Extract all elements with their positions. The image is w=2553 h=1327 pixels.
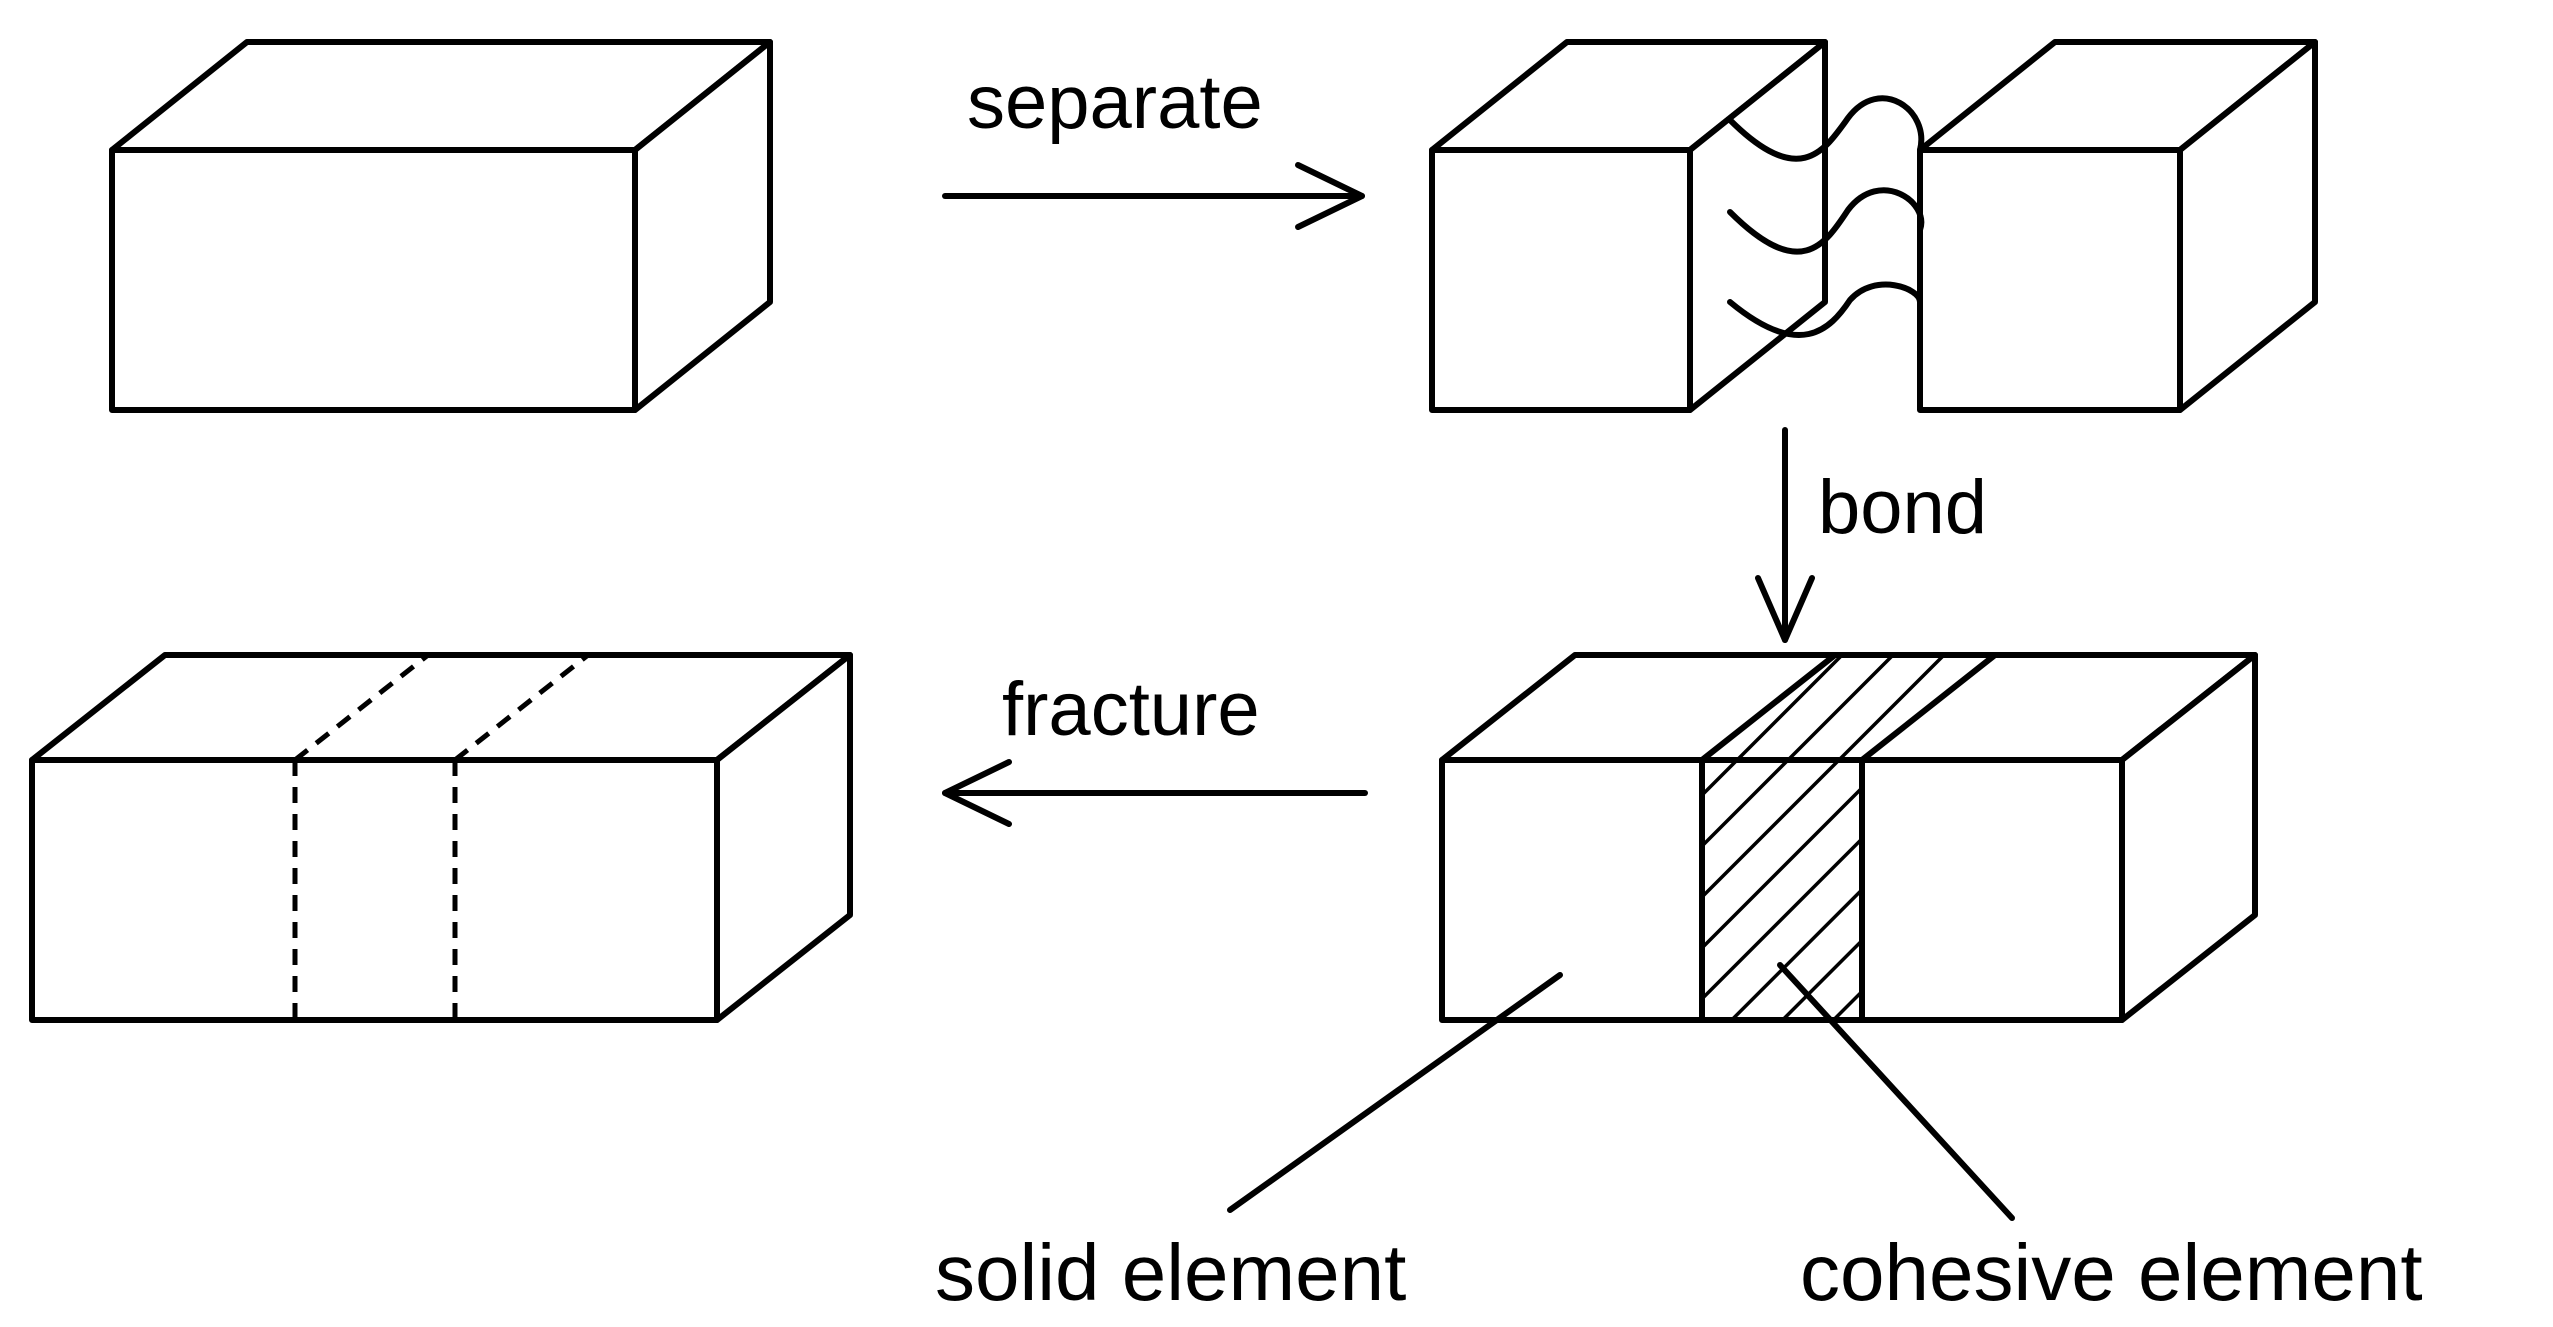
cohesive-element-label: cohesive element [1800, 1228, 2423, 1317]
cohesive-element-front [1699, 757, 1865, 1023]
cohesive-element-leader [1777, 962, 2015, 1221]
fractured-block [29, 652, 853, 1023]
bond-curve-1 [1727, 95, 1925, 162]
fracture-arrow [942, 759, 1368, 827]
separate-label: separate [967, 60, 1263, 145]
bond-arrow [1755, 427, 1815, 643]
failed-cohesive-outline [292, 652, 590, 1023]
bond-label: bond [1818, 465, 1987, 550]
separated-blocks [1429, 39, 2318, 413]
bond-curve-2 [1727, 187, 1925, 255]
solid-element-label: solid element [935, 1228, 1406, 1317]
bonded-block [1439, 652, 2258, 1023]
solid-element-leader [1227, 972, 1563, 1213]
intact-block [109, 39, 773, 413]
bond-curve-3 [1727, 281, 1923, 339]
separate-arrow [942, 162, 1365, 230]
fracture-label: fracture [1002, 667, 1260, 752]
